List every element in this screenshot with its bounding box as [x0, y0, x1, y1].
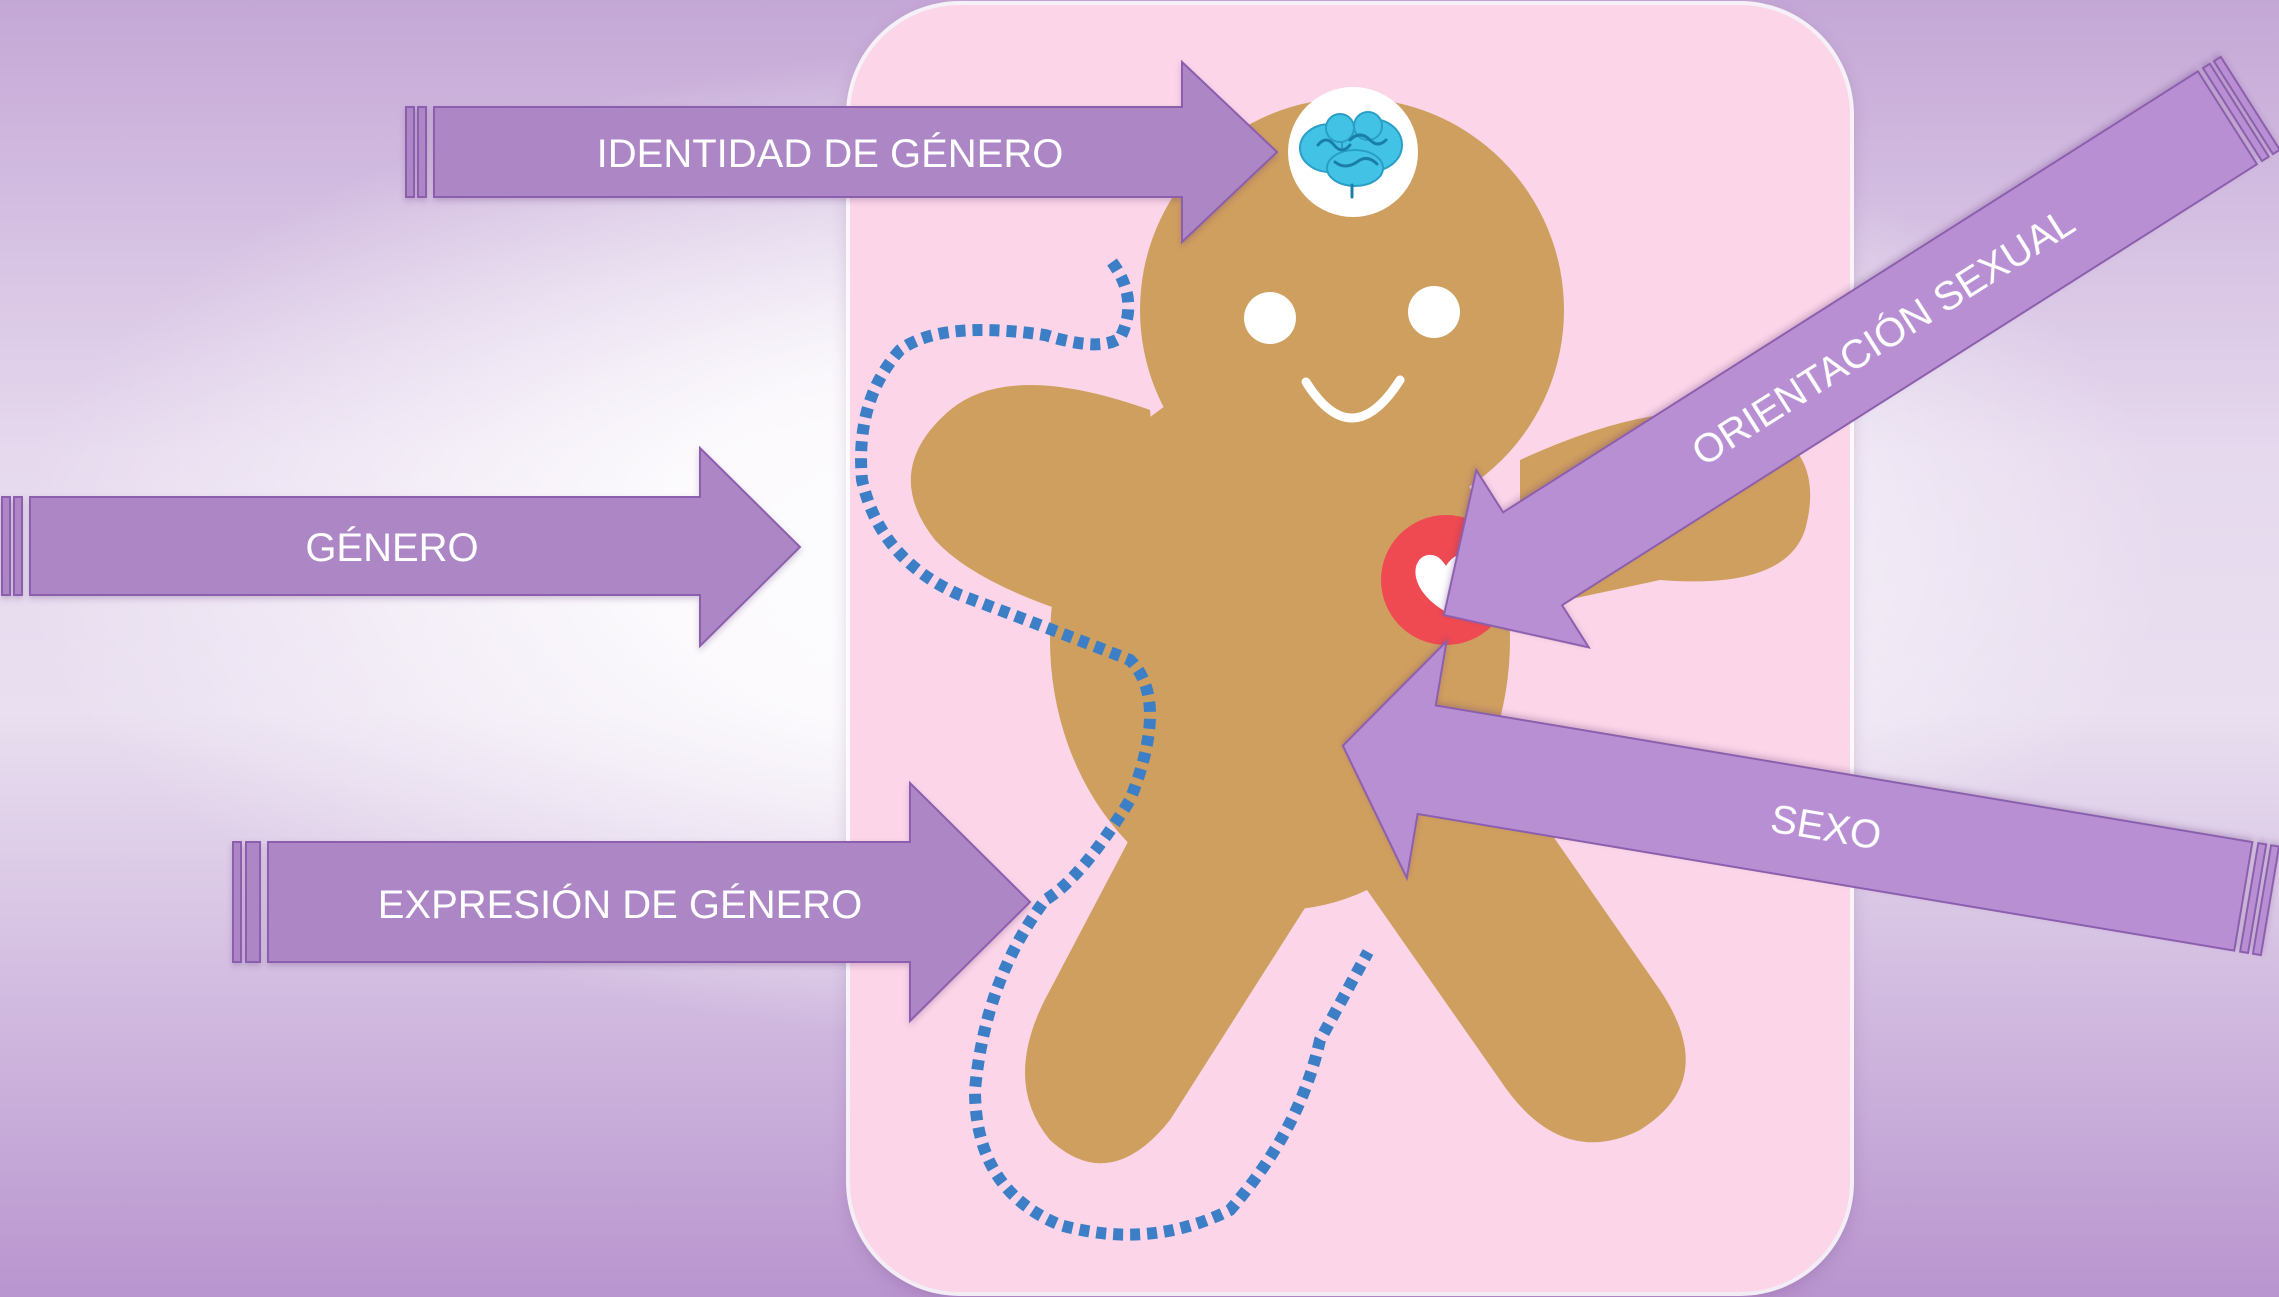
- brain-icon: [1288, 87, 1418, 217]
- gingerbread-figure: [911, 98, 1810, 1163]
- orientation-label: ORIENTACIÓN SEXUAL: [1684, 199, 2083, 475]
- identity-arrow: IDENTIDAD DE GÉNERO: [406, 62, 1277, 242]
- expression-arrow: EXPRESIÓN DE GÉNERO: [233, 783, 1030, 1021]
- gender-label: GÉNERO: [305, 525, 478, 570]
- identity-label: IDENTIDAD DE GÉNERO: [597, 131, 1064, 176]
- gender-arrow: GÉNERO: [2, 448, 800, 646]
- expression-label: EXPRESIÓN DE GÉNERO: [378, 882, 863, 927]
